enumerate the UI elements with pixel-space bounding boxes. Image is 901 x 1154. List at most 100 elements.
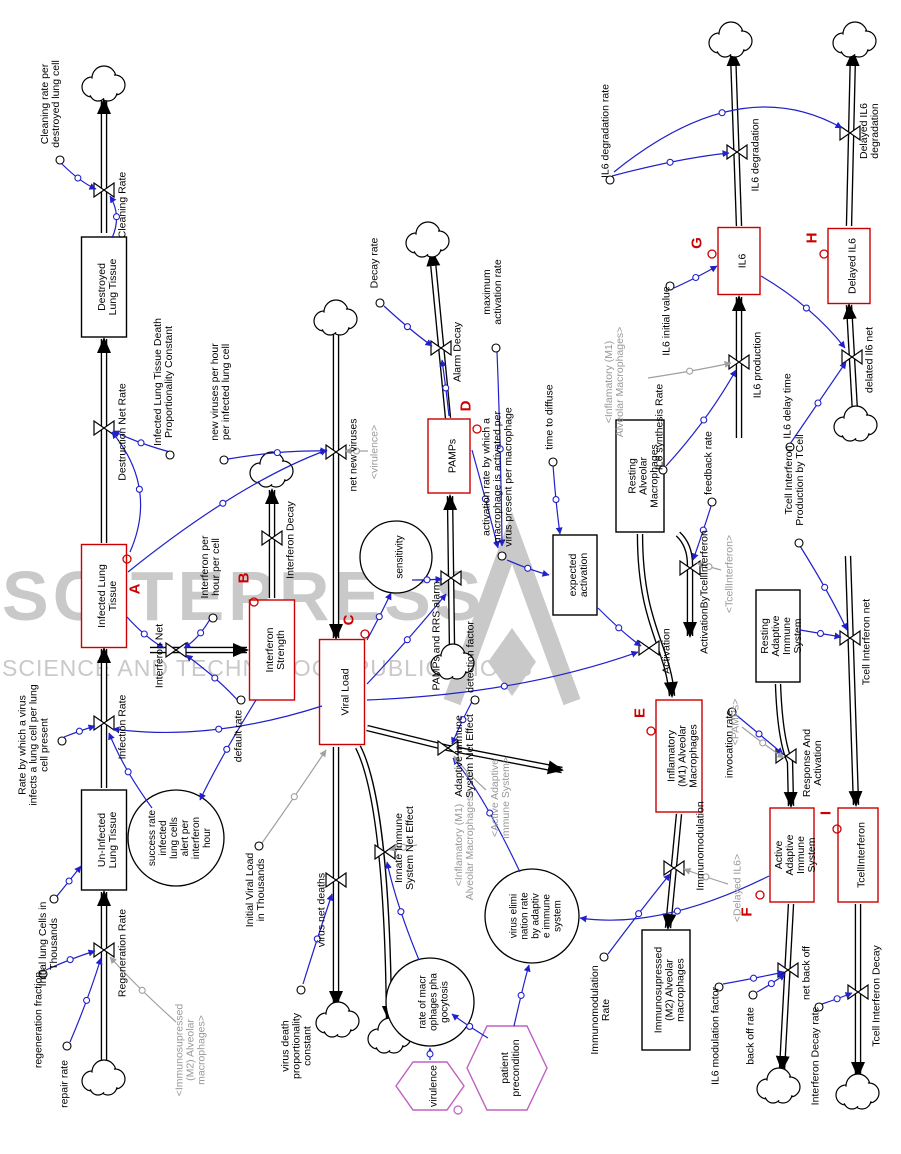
svg-text:B: B	[236, 572, 253, 583]
valve-il6-production	[728, 353, 750, 371]
connector-handle	[352, 447, 361, 455]
flow-label-il6-production: IL6 production	[752, 332, 764, 399]
stock-label-pamps: PAMPs	[447, 439, 459, 473]
connector	[613, 106, 843, 173]
cloud	[315, 1001, 360, 1038]
variable-dot-repair-rate	[62, 1041, 72, 1051]
svg-text:D: D	[458, 400, 475, 411]
variable-label-new-viruses-per-hour-per-infected-lung-cell: new viruses per hourper infected lung ce…	[209, 343, 232, 441]
svg-text:Regeneration Rate: Regeneration Rate	[117, 909, 129, 997]
connector-handle	[66, 956, 74, 964]
svg-text:G: G	[689, 237, 706, 249]
variable-dot-il6-degradation-rate	[605, 175, 615, 185]
connector-handle	[197, 629, 205, 637]
flow-label-activation: Activation	[661, 628, 673, 674]
connector-handle	[686, 367, 694, 375]
svg-text:regeneration fraction: regeneration fraction	[33, 972, 45, 1068]
connector-handle	[313, 935, 321, 943]
cloud	[405, 221, 450, 258]
svg-text:<Active AdaptiveImmune System>: <Active AdaptiveImmune System>	[489, 757, 512, 839]
svg-text:ActivationByTcellInterferon: ActivationByTcellInterferon	[699, 530, 711, 654]
variable-label-infected-lung-tissue-death-proportionality-constant: Infected Lung Tissue DeathProportionalit…	[152, 318, 175, 446]
cloud	[81, 1059, 126, 1096]
stock-infected-lung-tissue	[80, 543, 128, 649]
svg-text:TcellInterferon: TcellInterferon	[856, 822, 868, 888]
annotation-letter-C: C	[341, 614, 358, 625]
annotation-letter-D: D	[458, 400, 475, 411]
annotation-letter-I: I	[818, 811, 835, 815]
svg-text:Decay rate: Decay rate	[369, 237, 381, 288]
connector-handle	[124, 768, 132, 776]
variable-dot-il6-delay-time	[785, 442, 795, 452]
flow-label-innate-immune-system-net-effect: Innate ImmuneSystem Net Effect	[393, 806, 416, 890]
shadow-variable-6: <PAMPs>	[730, 699, 742, 746]
connector-handle	[397, 908, 405, 916]
stock-label-inflamatory-m1-alveolar-macrophages: Inflamatory(M1) AlveolarMacrophages	[666, 724, 700, 788]
svg-text:<Immunosupressed(M2) Alveolarm: <Immunosupressed(M2) Alveolarmacrophages…	[174, 1004, 208, 1097]
stock-viral-load	[318, 638, 366, 746]
annotation-letter-G: G	[689, 237, 706, 249]
svg-text:Delayed IL6degradation: Delayed IL6degradation	[858, 103, 881, 159]
connector-handle	[290, 793, 298, 801]
svg-text:invocation rate: invocation rate	[724, 710, 736, 778]
flow-label-alarm-decay: Alarm Decay	[452, 321, 464, 382]
svg-text:E: E	[632, 708, 649, 718]
svg-text:net new viruses: net new viruses	[348, 419, 360, 492]
stock-pamps	[427, 418, 471, 494]
connector-handle	[700, 416, 708, 424]
stock-destroyed-lung-tissue	[80, 236, 128, 338]
svg-text:Infected Lung Tissue DeathProp: Infected Lung Tissue DeathProportionalit…	[152, 318, 175, 446]
shadow-variable-7: <Delayed IL6>	[732, 854, 744, 922]
svg-text:Alarm Decay: Alarm Decay	[452, 321, 464, 382]
connector-handle	[112, 213, 121, 221]
variable-dot-virus-death-proportionality-constant	[296, 985, 306, 995]
connector-handle	[705, 563, 713, 571]
svg-text:Initial lung Cells inThousands: Initial lung Cells inThousands	[37, 902, 60, 987]
flow-label-delated-il6-net: delated Il6 net	[864, 327, 876, 393]
svg-text:RestingAdaptiveImmuneSystem: RestingAdaptiveImmuneSystem	[759, 615, 804, 656]
auxiliary-label-virus-elimination-rate-by-adaptive-immune-system: virus elimination rateby adaptive immune…	[509, 892, 564, 940]
annotation-letter-E: E	[632, 708, 649, 718]
svg-text:Interferon Net: Interferon Net	[154, 624, 166, 688]
cloud	[313, 299, 358, 336]
variable-label-virus-death-proportionality-constant: virus deathproportionalityconstant	[280, 1012, 314, 1079]
svg-text:Infected LungTissue: Infected LungTissue	[96, 564, 119, 628]
variable-label-repair-rate: repair rate	[59, 1060, 71, 1108]
connector-handle	[215, 725, 223, 733]
cloud	[367, 1017, 412, 1054]
cloud	[833, 405, 878, 442]
svg-text:virus net deaths: virus net deaths	[316, 873, 328, 947]
svg-text:default rate: default rate	[233, 710, 245, 763]
svg-text:<TcellInterferon>: <TcellInterferon>	[724, 535, 736, 613]
svg-text:H: H	[804, 233, 821, 244]
connector-handle	[486, 809, 494, 817]
variable-dot-il6-synthesis-rate	[658, 465, 668, 475]
auxiliary-label-success-rate-infected-lung-cells-alert-per-interferon-hour: success rateinfectedlung cellsalert peri…	[147, 809, 213, 866]
svg-text:<Inflamatory (M1)Alveolar Macr: <Inflamatory (M1)Alveolar Macrophages>	[453, 790, 476, 901]
svg-text:Inflamatory(M1) AlveolarMacrop: Inflamatory(M1) AlveolarMacrophages	[666, 724, 700, 788]
connector-handle	[552, 496, 560, 504]
stock-label-tcellinterferon: TcellInterferon	[856, 822, 868, 888]
variable-label-initial-lung-cells-in-thousands: Initial lung Cells inThousands	[37, 902, 60, 987]
stock-label-expected-activation: expectedactivation	[567, 553, 590, 598]
auxiliary-rate-of-macrophages-phagocytosis	[385, 957, 475, 1047]
annotation-circle-F	[755, 890, 765, 900]
variable-label-invocation-rate: invocation rate	[724, 710, 736, 778]
connector-handle	[833, 995, 841, 1003]
flow-label-infection-rate: Infection Rate	[117, 694, 129, 759]
stock-resting-alveolar-macrophages	[615, 419, 665, 533]
connector-handle	[500, 682, 508, 690]
hexagon-patient-precondition	[466, 1025, 548, 1111]
annotation-circle-C	[360, 629, 370, 639]
connector-handle	[699, 526, 707, 534]
connector-handle	[65, 877, 73, 885]
svg-text:<PAMPs>: <PAMPs>	[730, 699, 742, 746]
stock-inflamatory-m1-alveolar-macrophages	[655, 699, 703, 813]
svg-text:activation rate by which amacr: activation rate by which amacrophage is …	[481, 407, 515, 547]
flow-label-interferon-decay: Interferon Decay	[285, 500, 297, 578]
svg-text:repair rate: repair rate	[59, 1060, 71, 1108]
variable-label-il6-degradation-rate: IL6 degradation rate	[600, 84, 612, 178]
flow-label-immunomodulation: Immunomodulation	[695, 801, 707, 890]
connector	[366, 650, 639, 701]
valve-delated-il6-net	[841, 348, 863, 366]
